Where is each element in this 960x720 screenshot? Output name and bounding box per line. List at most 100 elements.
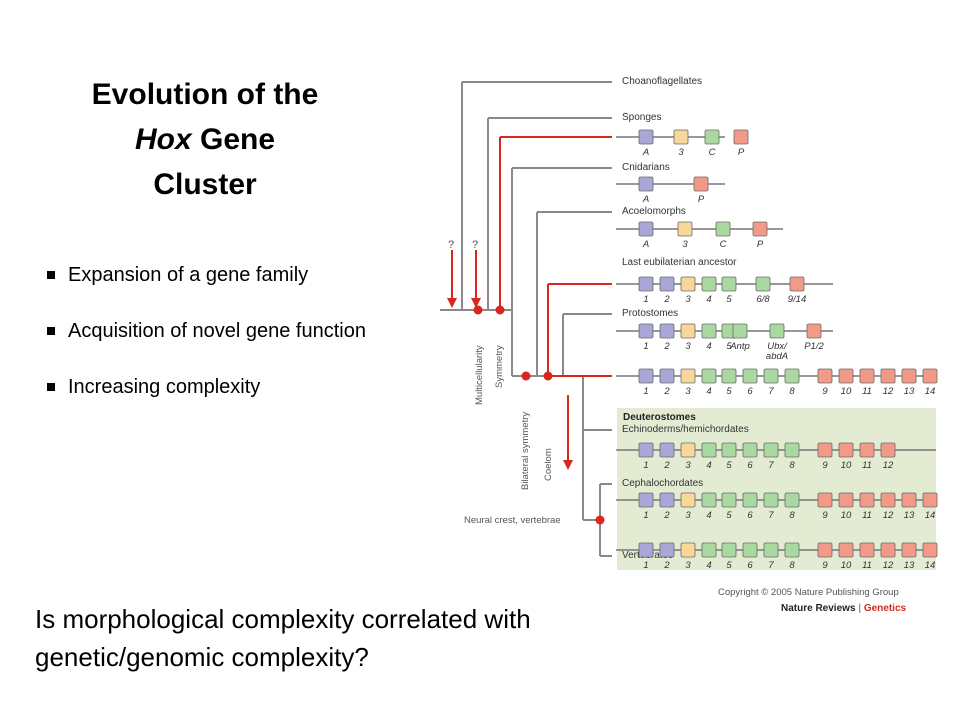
hox-gene-label: C [709, 147, 716, 158]
hox-gene-box [659, 323, 675, 339]
hox-gene-box [638, 442, 654, 458]
hox-gene-label: 3 [685, 341, 691, 352]
hox-gene-box [763, 442, 779, 458]
node-dot [495, 305, 505, 315]
hox-gene-box [784, 442, 800, 458]
hox-gene-label: 5 [726, 386, 732, 397]
node-dot [543, 371, 553, 381]
hox-gene-box [784, 542, 800, 558]
hox-gene-box [817, 492, 833, 508]
hox-gene-box [763, 368, 779, 384]
hox-gene-label: 5 [726, 560, 732, 571]
hox-gene-box [789, 276, 805, 292]
hox-gene-box [680, 442, 696, 458]
node-label-coelom: Coelom [543, 448, 554, 481]
hox-gene-label: 9 [822, 560, 828, 571]
hox-gene-label: 14 [925, 386, 936, 397]
hox-gene-box [742, 368, 758, 384]
hox-gene-label: 7 [768, 560, 774, 571]
hox-gene-box [859, 442, 875, 458]
hox-gene-label: 4 [706, 560, 711, 571]
hox-gene-label: 11 [862, 560, 872, 571]
taxon-label: Cnidarians [622, 162, 670, 173]
hox-gene-box [638, 129, 654, 145]
taxon-label: Cephalochordates [622, 478, 703, 489]
hox-gene-label: 8 [789, 510, 795, 521]
hox-gene-box [638, 368, 654, 384]
hox-gene-label: 3 [685, 510, 691, 521]
hox-gene-label: 3 [678, 147, 684, 158]
hox-gene-box [638, 323, 654, 339]
hox-gene-box [742, 442, 758, 458]
hox-gene-label: A [642, 147, 649, 158]
hox-gene-box [680, 276, 696, 292]
hox-gene-label: 2 [663, 560, 670, 571]
hox-gene-box [901, 368, 917, 384]
hox-gene-label: 12 [883, 510, 894, 521]
hox-gene-label: 5 [726, 460, 732, 471]
hox-gene-label: 11 [862, 460, 872, 471]
hox-gene-box [638, 176, 654, 192]
red-lineages [499, 136, 612, 377]
hox-gene-label: 6/8 [756, 294, 770, 305]
hox-gene-box [838, 368, 854, 384]
node-dot [595, 515, 605, 525]
hox-gene-box [922, 492, 938, 508]
hox-gene-box [880, 442, 896, 458]
hox-gene-label: 10 [841, 460, 852, 471]
hox-gene-box [742, 492, 758, 508]
title-line-3: Cluster [153, 168, 257, 201]
hox-gene-label: 11 [862, 386, 872, 397]
hox-gene-box [859, 492, 875, 508]
bullet-item: Acquisition of novel gene function [44, 318, 404, 344]
hox-gene-box [701, 492, 717, 508]
hox-gene-label: 7 [768, 510, 774, 521]
hox-gene-box [922, 542, 938, 558]
bullet-text: Increasing complexity [68, 376, 261, 398]
taxon-label: Sponges [622, 112, 661, 123]
hox-gene-box [838, 492, 854, 508]
hox-gene-box [701, 542, 717, 558]
hox-gene-box [859, 368, 875, 384]
slide-title: Evolution of the Hox Gene Cluster [40, 72, 370, 207]
hox-gene-label: 14 [925, 510, 936, 521]
hox-gene-label: 5 [726, 510, 732, 521]
hox-gene-label: 3 [685, 460, 691, 471]
hox-gene-box [721, 276, 737, 292]
hox-gene-box [901, 542, 917, 558]
bullet-square-icon [47, 327, 55, 335]
node-label-neural-crest: Neural crest, vertebrae [464, 515, 561, 526]
hox-gene-label: 13 [904, 510, 915, 521]
hox-gene-box [742, 542, 758, 558]
hox-gene-label: 4 [706, 510, 711, 521]
hox-gene-box [732, 323, 748, 339]
hox-gene-label: 1 [643, 294, 648, 305]
hox-gene-box [680, 368, 696, 384]
hox-gene-label: Antp [729, 341, 750, 352]
hox-gene-label: 1 [643, 341, 648, 352]
taxon-label: Protostomes [622, 308, 678, 319]
hox-gene-label: 9 [822, 386, 828, 397]
hox-gene-box [859, 542, 875, 558]
node-dot [521, 371, 531, 381]
hox-gene-label: 7 [768, 460, 774, 471]
hox-gene-label: 4 [706, 294, 711, 305]
hox-gene-box [763, 492, 779, 508]
hox-gene-label: 2 [663, 386, 670, 397]
hox-gene-label: 1 [643, 386, 648, 397]
node-label-bilateral-symmetry: Bilateral symmetry [520, 412, 531, 490]
hox-gene-label: 4 [706, 460, 711, 471]
hox-gene-label: 1 [643, 510, 648, 521]
hox-gene-box [922, 368, 938, 384]
copyright-text: Copyright © 2005 Nature Publishing Group [718, 587, 899, 598]
hox-gene-box [680, 492, 696, 508]
hox-gene-label: P [738, 147, 745, 158]
hox-gene-label: 8 [789, 460, 795, 471]
hox-gene-box [880, 368, 896, 384]
hox-gene-label: P [698, 194, 705, 205]
hox-gene-label: Ubx/ [767, 341, 788, 352]
hox-gene-box [693, 176, 709, 192]
bullet-text: Expansion of a gene family [68, 264, 309, 286]
hox-gene-label: 4 [706, 386, 711, 397]
hox-gene-label: 2 [663, 510, 670, 521]
